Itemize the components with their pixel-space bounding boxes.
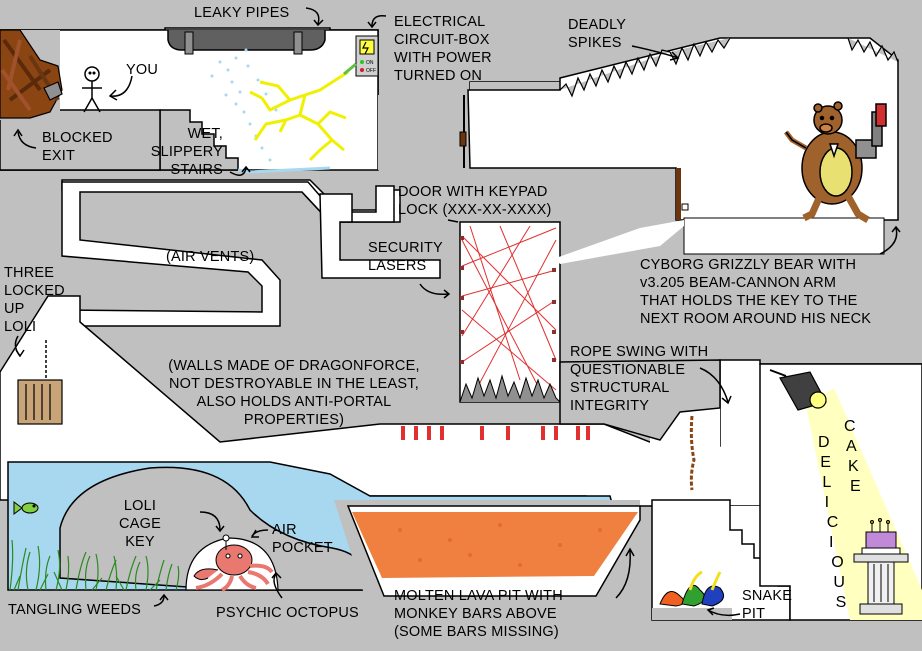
label-electrical-box: ELECTRICAL CIRCUIT-BOX WITH POWER TURNED… — [394, 14, 492, 84]
cage-icon — [17, 340, 63, 425]
delicious-letter: S — [835, 594, 847, 611]
stick-figure-icon — [82, 66, 102, 113]
cake-letter: E — [850, 478, 861, 495]
label-deadly-spikes: DEADLY SPIKES — [568, 17, 627, 51]
checkered-floor — [683, 217, 885, 255]
label-door-keypad: DOOR WITH KEYPAD LOCK (XXX-XX-XXXX) — [398, 184, 552, 218]
label-cyborg-bear: CYBORG GRIZZLY BEAR WITH v3.205 BEAM-CAN… — [640, 257, 872, 327]
delicious-letter: I — [824, 494, 830, 511]
delicious-letter: C — [826, 514, 839, 531]
label-wet-stairs: WET, SLIPPERY STAIRS — [150, 126, 223, 178]
snake-pit-bottom — [652, 608, 732, 620]
cake-letter: A — [846, 438, 857, 455]
security-lasers — [461, 225, 557, 391]
label-three-loli: THREE LOCKED UP LOLI — [4, 265, 65, 335]
delicious-letter: I — [829, 534, 834, 551]
laser-emitters — [460, 236, 556, 364]
lava — [352, 512, 638, 578]
arrow-you-head — [108, 89, 118, 101]
laser-floor-spikes — [459, 374, 561, 403]
cyborg-bear-icon — [784, 101, 887, 224]
electrical-box-icon: ON OFF — [343, 35, 379, 77]
label-air-vents: (AIR VENTS) — [166, 249, 255, 265]
tangling-weeds — [9, 539, 180, 591]
upper-corridor — [467, 37, 899, 221]
label-walls: (WALLS MADE OF DRAGONFORCE, NOT DESTROYA… — [168, 358, 420, 428]
fish-icon — [13, 501, 39, 515]
label-leaky-pipes: LEAKY PIPES — [194, 5, 290, 21]
upper-right-corridor — [556, 220, 684, 264]
door-keypad — [681, 203, 689, 211]
cake-icon — [853, 518, 909, 615]
snake-icon — [659, 570, 725, 607]
label-security-lasers: SECURITY LASERS — [368, 240, 443, 274]
rope-icon — [689, 415, 696, 491]
delicious-letter: L — [822, 474, 832, 491]
delicious-letter: E — [820, 454, 831, 471]
octopus-icon — [193, 544, 274, 592]
key-icon — [222, 534, 230, 550]
label-cage-key: LOLI CAGE KEY — [119, 498, 161, 550]
label-air-pocket: AIR POCKET — [272, 522, 333, 556]
door-post — [676, 168, 681, 220]
rubble-icon — [0, 29, 63, 120]
label-blocked-exit: BLOCKED EXIT — [42, 130, 113, 164]
label-snake-pit: SNAKE PIT — [742, 588, 793, 622]
label-lava-pit: MOLTEN LAVA PIT WITH MONKEY BARS ABOVE (… — [394, 588, 563, 640]
door-handle — [459, 131, 467, 147]
label-tangling-weeds: TANGLING WEEDS — [8, 602, 142, 618]
air-vent-drop — [319, 193, 441, 279]
box-off-label: OFF — [366, 68, 376, 74]
cake-letter: C — [844, 418, 856, 435]
monkey-bars — [401, 426, 590, 440]
cake-letter: K — [848, 458, 859, 475]
pipe-icon — [167, 30, 326, 162]
label-psychic-octopus: PSYCHIC OCTOPUS — [216, 605, 359, 621]
label-rope-swing: ROPE SWING WITH QUESTIONABLE STRUCTURAL … — [570, 344, 709, 414]
box-on-label: ON — [366, 60, 374, 66]
deadly-spikes-right — [847, 37, 899, 63]
electric-spark — [249, 70, 349, 162]
delicious-letter: O — [831, 554, 844, 571]
spotlight-icon — [769, 369, 827, 411]
lava-texture — [398, 523, 602, 567]
arrow-you — [109, 75, 133, 97]
air-vents — [61, 181, 395, 332]
label-you: YOU — [126, 62, 159, 78]
delicious-letter: U — [833, 574, 845, 591]
deadly-spikes — [669, 37, 731, 66]
delicious-letter: D — [818, 434, 830, 451]
